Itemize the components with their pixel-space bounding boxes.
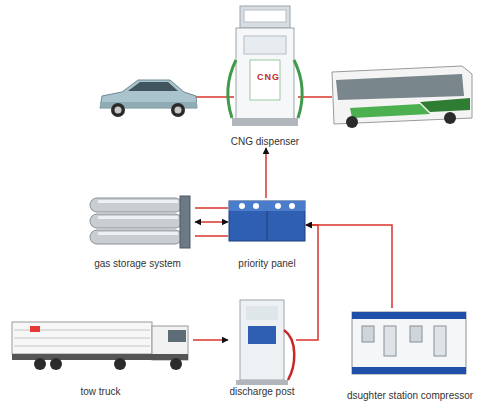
illustrated-node: discharge post — [228, 296, 296, 398]
illustrated-node: tow truck — [8, 310, 193, 398]
car-illustration — [100, 80, 197, 117]
dispenser-illustration — [228, 6, 302, 126]
storage-illustration — [90, 196, 190, 248]
post-illustration — [236, 300, 294, 385]
node-caption: dsughter station compressor — [347, 390, 473, 402]
pipe-connector — [296, 225, 318, 340]
sign-text: CNG — [257, 72, 280, 82]
node-caption: CNG dispenser — [231, 136, 299, 148]
truck-illustration — [12, 322, 188, 370]
node-caption: discharge post — [229, 386, 294, 398]
illustrated-node: gas storage system — [80, 192, 195, 270]
compressor-illustration — [352, 312, 466, 374]
pipe-connector — [193, 339, 228, 341]
pipe-connector — [306, 225, 392, 308]
storage-pipe — [195, 207, 228, 209]
panel-illustration — [229, 201, 305, 241]
pipe-connector — [265, 148, 267, 198]
storage-pipe — [195, 235, 228, 237]
illustrated-node: dsughter station compressor — [345, 308, 475, 402]
illustrated-node: priority panel — [228, 198, 306, 270]
node-caption: gas storage system — [94, 258, 181, 270]
node-caption: tow truck — [80, 386, 120, 398]
node-caption: priority panel — [238, 258, 295, 270]
bus-illustration — [332, 66, 472, 128]
pipe-connector — [195, 221, 228, 223]
